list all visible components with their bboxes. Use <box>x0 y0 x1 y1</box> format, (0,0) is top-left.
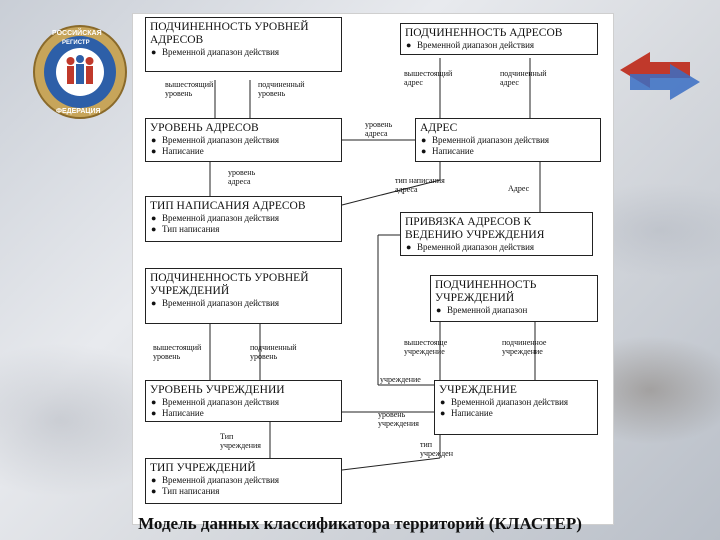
slide-caption: Модель данных классификатора территорий … <box>138 514 582 533</box>
entity-attribute: ●Временной диапазон действия <box>440 397 569 407</box>
entity-attribute: ●Временной диапазон действия <box>151 475 280 485</box>
entity-address-binding[interactable]: ПРИВЯЗКА АДРЕСОВ К ВЕДЕНИЮ УЧРЕЖДЕНИЯ ●В… <box>400 212 593 256</box>
entity-title: ТИП УЧРЕЖДЕНИЙ <box>150 462 256 474</box>
entity-title: ПОДЧИНЕННОСТЬ УЧРЕЖДЕНИЙ <box>435 279 537 304</box>
relation-label: Адрес <box>508 184 530 193</box>
relation-label: подчиненное учреждение <box>502 338 547 356</box>
entity-title: ПОДЧИНЕННОСТЬ УРОВНЕЙ УЧРЕЖДЕНИЙ <box>150 272 309 297</box>
entity-title: ТИП НАПИСАНИЯ АДРЕСОВ <box>150 200 306 212</box>
entity-attribute: ●Временной диапазон действия <box>406 40 535 50</box>
entity-attribute: ●Тип написания <box>151 224 220 234</box>
entity-title: ПОДЧИНЕННОСТЬ АДРЕСОВ <box>405 27 563 39</box>
entity-attribute: ●Временной диапазон <box>436 305 528 315</box>
relation-label: подчиненный адрес <box>500 69 547 87</box>
entity-attribute: ●Временной диапазон действия <box>151 135 280 145</box>
relation-label: подчиненный уровень <box>250 343 297 361</box>
entity-attribute: ●Написание <box>151 146 204 156</box>
entity-attribute: ●Временной диапазон действия <box>151 213 280 223</box>
entity-attribute: ●Временной диапазон действия <box>406 242 535 252</box>
entity-address-level[interactable]: УРОВЕНЬ АДРЕСОВ ●Временной диапазон дейс… <box>145 118 342 162</box>
entity-title: УЧРЕЖДЕНИЕ <box>439 384 517 396</box>
relation-label: уровень адреса <box>365 120 393 138</box>
relation-label: вышестоящий уровень <box>165 80 214 98</box>
relation-label: тип написания адреса <box>395 176 445 194</box>
entity-address-spelling-type[interactable]: ТИП НАПИСАНИЯ АДРЕСОВ ●Временной диапазо… <box>145 196 342 242</box>
entity-institution-type[interactable]: ТИП УЧРЕЖДЕНИЙ ●Временной диапазон дейст… <box>145 458 342 504</box>
entity-institution-level-subordination[interactable]: ПОДЧИНЕННОСТЬ УРОВНЕЙ УЧРЕЖДЕНИЙ ●Времен… <box>145 268 342 324</box>
logo-text-top: РОССИЙСКАЯ <box>52 30 102 37</box>
entity-institution-subordination[interactable]: ПОДЧИНЕННОСТЬ УЧРЕЖДЕНИЙ ●Временной диап… <box>430 275 598 322</box>
entity-attribute: ●Написание <box>151 408 204 418</box>
relation-label: учреждение <box>380 375 421 384</box>
entity-title: УРОВЕНЬ АДРЕСОВ <box>150 122 259 134</box>
entity-attribute: ●Временной диапазон действия <box>151 397 280 407</box>
entity-attribute: ●Тип написания <box>151 486 220 496</box>
entity-attribute: ●Временной диапазон действия <box>151 47 280 57</box>
relation-label: уровень учреждения <box>378 410 419 428</box>
entity-title: ПРИВЯЗКА АДРЕСОВ К ВЕДЕНИЮ УЧРЕЖДЕНИЯ <box>405 216 545 241</box>
registry-logo <box>33 25 127 119</box>
relation-label: вышестоящий уровень <box>153 343 202 361</box>
entity-address[interactable]: АДРЕС ●Временной диапазон действия ●Напи… <box>415 118 601 162</box>
relation-label: вышестоящий адрес <box>404 69 453 87</box>
entity-attribute: ●Написание <box>440 408 493 418</box>
exchange-arrows-icon <box>620 52 700 100</box>
entity-title: УРОВЕНЬ УЧРЕЖДЕНИИ <box>150 384 285 396</box>
entity-attribute: ●Написание <box>421 146 474 156</box>
entity-title: ПОДЧИНЕННОСТЬ УРОВНЕЙ АДРЕСОВ <box>150 21 309 46</box>
logo-text-bottom: ФЕДЕРАЦИЯ <box>56 108 101 115</box>
entity-title: АДРЕС <box>420 122 458 134</box>
entity-address-subordination[interactable]: ПОДЧИНЕННОСТЬ АДРЕСОВ ●Временной диапазо… <box>400 23 598 55</box>
relation-label: тип учрежден <box>420 440 454 458</box>
entity-address-level-subordination[interactable]: ПОДЧИНЕННОСТЬ УРОВНЕЙ АДРЕСОВ ●Временной… <box>145 17 342 72</box>
logo-text-mid: РЕГИСТР <box>62 40 90 46</box>
relation-label: Тип учреждения <box>220 432 261 450</box>
entity-attribute: ●Временной диапазон действия <box>421 135 550 145</box>
relation-label: вышестояще учреждение <box>404 338 448 356</box>
relation-label: уровень адреса <box>228 168 256 186</box>
entity-attribute: ●Временной диапазон действия <box>151 298 280 308</box>
entity-institution-level[interactable]: УРОВЕНЬ УЧРЕЖДЕНИИ ●Временной диапазон д… <box>145 380 342 422</box>
entity-institution[interactable]: УЧРЕЖДЕНИЕ ●Временной диапазон действия … <box>434 380 598 435</box>
relation-label: подчиненный уровень <box>258 80 305 98</box>
